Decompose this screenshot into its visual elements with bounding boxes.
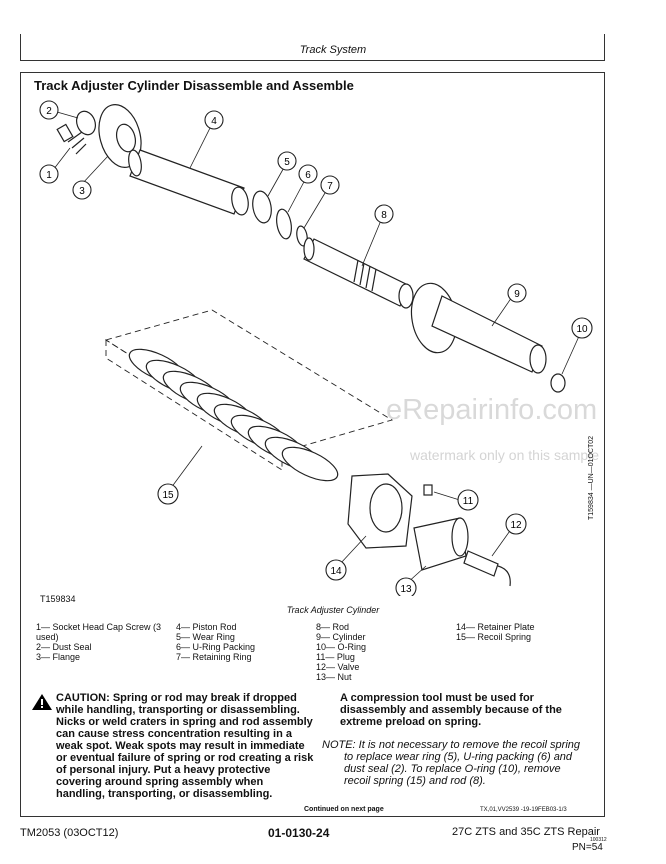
svg-text:6: 6 bbox=[305, 170, 311, 181]
content-left-rule bbox=[20, 72, 21, 817]
figure-caption: Track Adjuster Cylinder bbox=[286, 605, 380, 615]
svg-text:15: 15 bbox=[162, 490, 174, 501]
caution-lead: CAUTION: bbox=[56, 692, 110, 704]
legend-item: 14— Retainer Plate bbox=[456, 622, 535, 632]
footer-pn: PN=54 bbox=[572, 842, 603, 853]
legend-item: 1— Socket Head Cap Screw (3 used) bbox=[36, 622, 162, 642]
section-header: Track System bbox=[299, 44, 367, 56]
top-left-rule bbox=[20, 34, 21, 60]
top-right-rule bbox=[604, 34, 605, 60]
callout-10: 10 bbox=[571, 317, 593, 339]
footer-manual-id: TM2053 (03OCT12) bbox=[20, 827, 119, 839]
header-divider bbox=[20, 60, 605, 61]
reference-code: TX,01,VV2539 -19-19FEB03-1/3 bbox=[480, 807, 567, 813]
caution-text: CAUTION: Spring or rod may break if drop… bbox=[56, 692, 314, 800]
callout-2: 2 bbox=[39, 100, 59, 120]
legend-item: 11— Plug bbox=[316, 652, 355, 662]
svg-text:14: 14 bbox=[330, 566, 342, 577]
legend-item: 15— Recoil Spring bbox=[456, 632, 532, 642]
rod-shape bbox=[303, 237, 414, 309]
footer-date-code: 100312 bbox=[590, 837, 607, 843]
retainer-plate-shape bbox=[347, 473, 413, 549]
compression-tool-note: A compression tool must be used for disa… bbox=[340, 692, 562, 728]
content-right-rule bbox=[604, 72, 605, 817]
plug-shape bbox=[423, 484, 433, 496]
wear-ring-shape bbox=[252, 190, 272, 224]
legend-item: 8— Rod bbox=[316, 622, 350, 632]
svg-text:9: 9 bbox=[514, 289, 520, 300]
callout-8: 8 bbox=[374, 204, 394, 224]
svg-text:8: 8 bbox=[381, 210, 387, 221]
callout-13: 13 bbox=[395, 577, 417, 596]
nut-shape bbox=[413, 517, 469, 571]
callout-15: 15 bbox=[157, 483, 179, 505]
svg-text:11: 11 bbox=[463, 496, 474, 507]
note-lead: NOTE: bbox=[322, 739, 356, 751]
legend-item: 5— Wear Ring bbox=[176, 632, 235, 642]
svg-text:7: 7 bbox=[327, 181, 333, 192]
valve-shape bbox=[463, 550, 511, 587]
piston-rod-shape bbox=[128, 149, 249, 216]
page-title: Track Adjuster Cylinder Disassemble and … bbox=[34, 78, 354, 93]
callout-6: 6 bbox=[298, 164, 318, 184]
footer-page-number: 01-0130-24 bbox=[268, 826, 330, 840]
content-top-rule bbox=[20, 72, 605, 73]
svg-text:10: 10 bbox=[576, 324, 588, 335]
legend-col-2: 4— Piston Rod 5— Wear Ring 6— U-Ring Pac… bbox=[176, 622, 255, 662]
figure-id: T159834 bbox=[40, 594, 76, 604]
cap-screw-shape bbox=[56, 123, 87, 155]
callout-4: 4 bbox=[204, 110, 224, 130]
continued-label: Continued on next page bbox=[304, 806, 384, 813]
legend-item: 4— Piston Rod bbox=[176, 622, 237, 632]
cylinder-shape bbox=[410, 282, 547, 374]
exploded-diagram: 1 2 3 4 5 6 7 8 9 10 11 12 13 14 15 bbox=[39, 100, 593, 596]
figure-side-code: T159834 —UN—01OCT02 bbox=[588, 435, 595, 520]
callout-3: 3 bbox=[72, 180, 92, 200]
callout-14: 14 bbox=[325, 559, 347, 581]
legend-item: 6— U-Ring Packing bbox=[176, 642, 256, 652]
callout-5: 5 bbox=[277, 151, 297, 171]
legend-col-1: 1— Socket Head Cap Screw (3 used) 2— Dus… bbox=[36, 622, 166, 662]
callout-7: 7 bbox=[320, 175, 340, 195]
legend-item: 9— Cylinder bbox=[316, 632, 366, 642]
legend-col-4: 14— Retainer Plate 15— Recoil Spring bbox=[456, 622, 535, 642]
legend-item: 7— Retaining Ring bbox=[176, 652, 252, 662]
u-ring-packing-shape bbox=[276, 208, 292, 240]
svg-text:1: 1 bbox=[46, 170, 52, 181]
svg-text:4: 4 bbox=[211, 116, 217, 127]
content-bottom-rule bbox=[20, 816, 605, 817]
callouts: 1 2 3 4 5 6 7 8 9 10 11 12 13 14 15 bbox=[39, 100, 593, 596]
watermark-subtext: watermark only on this sample bbox=[410, 447, 600, 463]
note-block: NOTE: It is not necessary to remove the … bbox=[322, 739, 587, 787]
svg-text:5: 5 bbox=[284, 157, 290, 168]
svg-text:13: 13 bbox=[400, 584, 412, 595]
watermark: eRepairinfo.com bbox=[386, 394, 598, 426]
caution-icon bbox=[32, 694, 52, 710]
legend-item: 2— Dust Seal bbox=[36, 642, 92, 652]
caution-body: Spring or rod may break if dropped while… bbox=[56, 692, 314, 800]
callout-11: 11 bbox=[457, 489, 479, 511]
svg-text:2: 2 bbox=[46, 106, 52, 117]
legend-col-3: 8— Rod 9— Cylinder 10— O-Ring 11— Plug 1… bbox=[316, 622, 366, 682]
recoil-spring bbox=[128, 348, 339, 482]
legend-item: 10— O-Ring bbox=[316, 642, 367, 652]
legend-item: 12— Valve bbox=[316, 662, 360, 672]
callout-9: 9 bbox=[507, 283, 527, 303]
svg-text:12: 12 bbox=[510, 520, 522, 531]
dust-seal-shape bbox=[75, 110, 97, 136]
legend-item: 3— Flange bbox=[36, 652, 81, 662]
o-ring-shape bbox=[550, 373, 566, 393]
callout-12: 12 bbox=[505, 513, 527, 535]
svg-text:3: 3 bbox=[79, 186, 85, 197]
footer-manual-title: 27C ZTS and 35C ZTS Repair bbox=[452, 826, 600, 838]
note-body: It is not necessary to remove the recoil… bbox=[344, 739, 581, 787]
callout-1: 1 bbox=[39, 164, 59, 184]
legend-item: 13— Nut bbox=[316, 672, 352, 682]
